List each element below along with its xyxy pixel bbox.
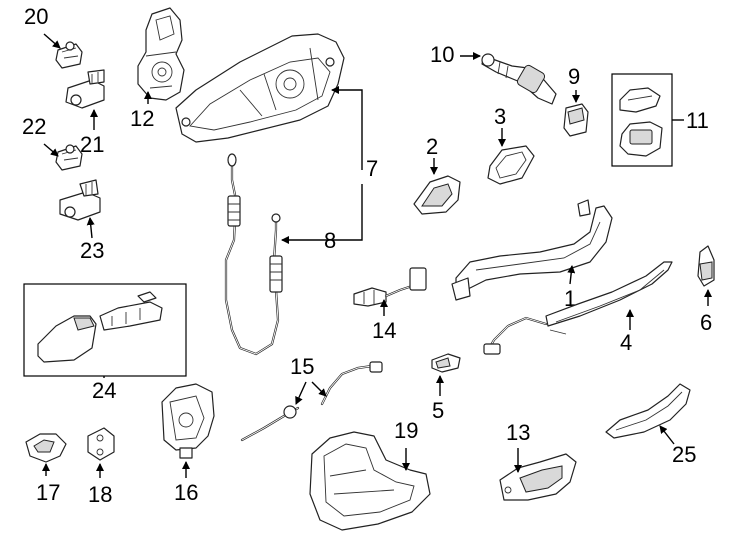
callout-19: 19 — [394, 418, 418, 443]
callout-7: 7 — [366, 156, 378, 181]
leader-7 — [331, 86, 363, 170]
part-14-sensor — [353, 267, 427, 307]
part-11-handle-caps — [619, 87, 663, 157]
leader-25 — [659, 425, 675, 445]
callout-25: 25 — [672, 442, 696, 467]
callout-14: 14 — [372, 318, 396, 343]
leader-15b — [311, 381, 327, 397]
part-13-inside-handle — [499, 453, 577, 501]
part-25-trim-strip — [605, 383, 691, 439]
part-1-outside-handle — [451, 199, 613, 301]
part-4-handle-harness — [483, 261, 673, 355]
part-10-lock-cylinder — [481, 53, 557, 105]
callout-4: 4 — [620, 330, 632, 355]
callout-1: 1 — [564, 286, 576, 311]
part-19-inside-handle-housing — [309, 431, 431, 531]
part-21-hinge — [65, 69, 105, 109]
callout-6: 6 — [700, 310, 712, 335]
part-17-striker-cover — [25, 433, 67, 463]
callout-15: 15 — [290, 354, 314, 379]
callout-11: 11 — [686, 108, 709, 133]
leader-20 — [43, 33, 61, 49]
part-16-door-latch — [161, 383, 215, 459]
part-12-lock-actuator — [137, 7, 185, 101]
leader-1 — [567, 265, 576, 285]
callout-3: 3 — [494, 104, 506, 129]
part-6-cap — [697, 245, 715, 287]
part-24-box — [23, 283, 187, 377]
part-22-bracket — [55, 144, 83, 171]
callout-17: 17 — [36, 480, 60, 505]
part-15-cable — [240, 361, 383, 442]
callout-13: 13 — [506, 420, 530, 445]
part-8-cables — [224, 153, 283, 356]
part-20-bracket — [55, 41, 83, 69]
callout-23: 23 — [80, 238, 104, 263]
callout-21: 21 — [80, 132, 104, 157]
leader-15 — [295, 381, 307, 405]
callout-10: 10 — [430, 42, 454, 67]
callout-20: 20 — [24, 4, 48, 29]
callout-12: 12 — [130, 106, 154, 131]
part-24-trim-pieces — [37, 291, 163, 363]
part-2-bezel — [413, 175, 461, 215]
leader-8 — [318, 184, 363, 241]
callout-9: 9 — [568, 64, 580, 89]
part-7-handle-carrier — [175, 33, 345, 143]
callout-18: 18 — [88, 482, 112, 507]
part-18-striker — [87, 427, 115, 461]
part-23-hinge — [59, 179, 101, 221]
callout-24: 24 — [92, 378, 116, 403]
part-9-clip — [563, 103, 589, 137]
part-5-connector — [431, 353, 461, 373]
leader-22 — [43, 143, 59, 157]
callout-22: 22 — [22, 114, 46, 139]
part-3-gasket — [487, 145, 535, 185]
callout-2: 2 — [426, 134, 438, 159]
callout-5: 5 — [432, 398, 444, 423]
leader-23 — [86, 217, 95, 239]
callout-16: 16 — [174, 480, 198, 505]
